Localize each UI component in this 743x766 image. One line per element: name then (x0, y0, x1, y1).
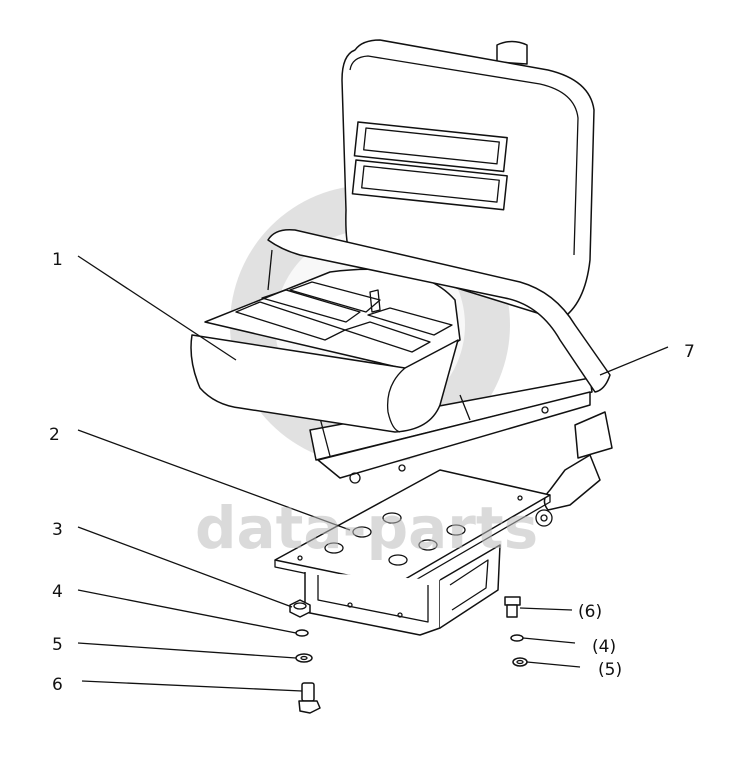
bolt-right (504, 596, 521, 618)
backrest (341, 39, 595, 321)
flat-washer-left (295, 653, 313, 663)
seat-cushion (190, 268, 461, 433)
callout-5-ref: (5) (598, 660, 622, 680)
callout-4: 4 (52, 582, 63, 602)
callout-labels: 1 2 3 4 5 6 7 (6) (4) (5) (49, 250, 695, 695)
bolt-left (298, 682, 321, 714)
hex-nut-left (289, 599, 311, 618)
spring-washer-left (295, 629, 309, 637)
armrest (267, 228, 613, 527)
spring-washer-right (510, 634, 524, 642)
callout-1: 1 (52, 250, 63, 270)
callout-2: 2 (49, 425, 60, 445)
callout-5: 5 (52, 635, 63, 655)
base-bracket (304, 544, 501, 636)
callout-7: 7 (684, 342, 695, 362)
flat-washer-right (512, 657, 528, 667)
leader-lines (77, 255, 669, 692)
seat-frame (309, 377, 593, 484)
callout-4-ref: (4) (592, 637, 616, 657)
callout-6-ref: (6) (578, 602, 602, 622)
callout-3: 3 (52, 520, 63, 540)
callout-6: 6 (52, 675, 63, 695)
watermark-text: data-parts (195, 494, 538, 562)
